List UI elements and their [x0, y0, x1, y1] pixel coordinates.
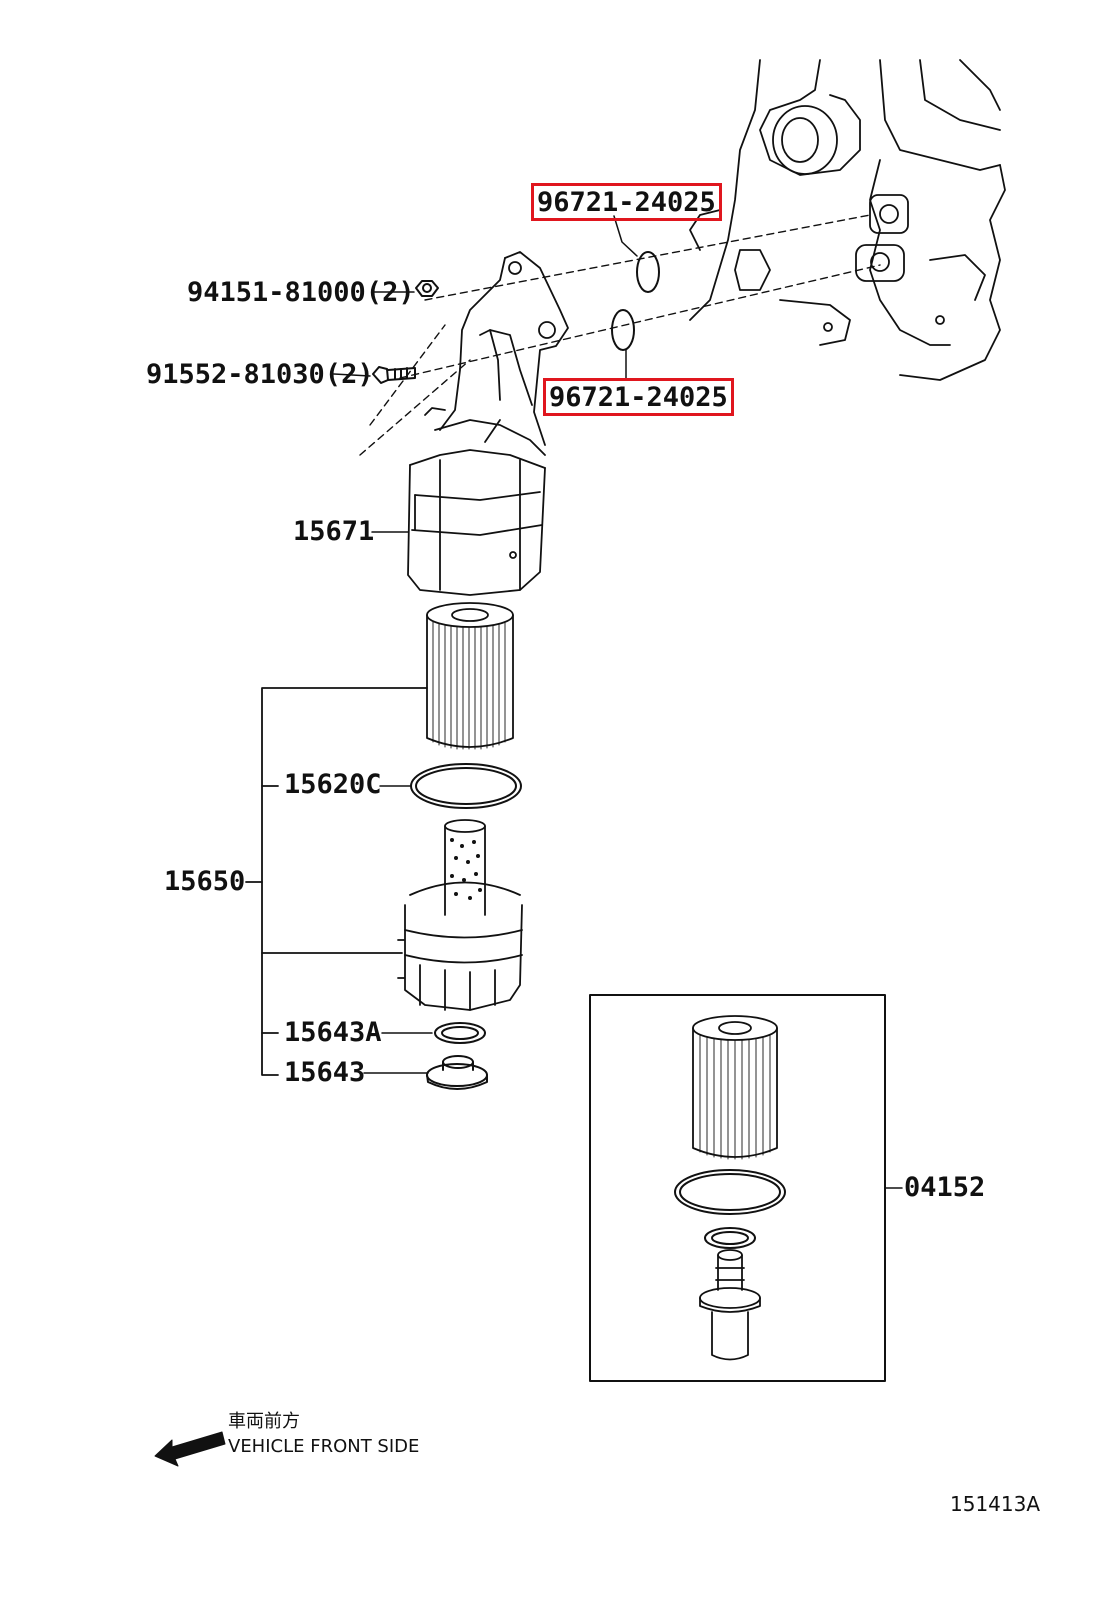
oring-upper [636, 251, 660, 293]
part-label-bracket[interactable]: 15671 [293, 516, 375, 547]
filter-gasket-drawing [410, 763, 522, 809]
bolt-drawing [372, 366, 416, 384]
part-label-nut[interactable]: 94151-81000(2) [187, 277, 415, 308]
part-label-filter-element[interactable]: 15620C [284, 769, 382, 800]
part-label-filter-assembly[interactable]: 15650 [164, 866, 246, 897]
orientation-english: VEHICLE FRONT SIDE [228, 1436, 420, 1457]
drain-plug-drawing [426, 1055, 488, 1090]
assembly-bracket [245, 687, 428, 1076]
kit-small-gasket-drawing [704, 1227, 756, 1249]
kit-box [589, 994, 886, 1382]
kit-drain-pipe-drawing [699, 1249, 761, 1361]
oring-lower [611, 309, 635, 351]
part-label-oring-lower[interactable]: 96721-24025 [543, 378, 734, 416]
fastener-leaders [333, 291, 415, 377]
nut-drawing [415, 280, 439, 297]
part-label-oring-upper[interactable]: 96721-24025 [531, 183, 722, 221]
part-label-drain-plug[interactable]: 15643 [284, 1057, 366, 1088]
filter-cap-drawing [397, 819, 523, 1011]
orientation-japanese: 車両前方 [228, 1411, 300, 1432]
engine-block-drawing [689, 59, 1006, 381]
kit-element-drawing [692, 1015, 778, 1160]
alignment-lines [359, 214, 881, 456]
kit-gasket-drawing [674, 1169, 786, 1215]
front-arrow-icon [154, 1431, 226, 1467]
part-label-bolt[interactable]: 91552-81030(2) [146, 359, 374, 390]
oring-leaders [613, 215, 638, 381]
filter-element-drawing [426, 602, 514, 750]
part-label-drain-gasket[interactable]: 15643A [284, 1017, 382, 1048]
part-label-kit[interactable]: 04152 [904, 1172, 986, 1203]
illustration-id: 151413A [950, 1492, 1041, 1516]
bracket-drawing [407, 251, 569, 596]
drain-gasket-drawing [434, 1022, 486, 1044]
